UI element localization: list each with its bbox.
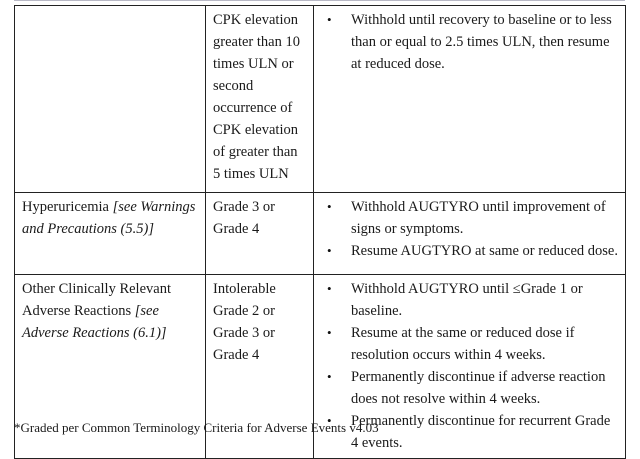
list-item: Withhold until recovery to baseline or t… <box>321 9 619 75</box>
adverse-reaction-dosage-table: CPK elevation greater than 10 times ULN … <box>14 5 626 459</box>
cell-adverse-reaction: Other Clinically Relevant Adverse Reacti… <box>14 274 206 459</box>
table-row: Other Clinically Relevant Adverse Reacti… <box>14 274 626 459</box>
reaction-cross-reference: [see Warnings and Precautions (5.5)] <box>22 199 196 237</box>
document-page: CPK elevation greater than 10 times ULN … <box>0 0 640 444</box>
severity-text: Grade 3 or Grade 4 <box>213 199 276 237</box>
table-row: CPK elevation greater than 10 times ULN … <box>14 5 626 193</box>
cell-severity: CPK elevation greater than 10 times ULN … <box>205 5 314 193</box>
cell-severity: Intolerable Grade 2 or Grade 3 or Grade … <box>205 274 314 459</box>
table-footnote: *Graded per Common Terminology Criteria … <box>14 419 625 437</box>
clipped-top-rule <box>14 0 625 1</box>
cell-dosage-modification: Withhold AUGTYRO until improvement of si… <box>313 192 626 275</box>
list-item: Withhold AUGTYRO until improvement of si… <box>321 196 619 240</box>
reaction-cross-reference: [see Adverse Reactions (6.1)] <box>22 303 167 341</box>
cell-severity: Grade 3 or Grade 4 <box>205 192 314 275</box>
severity-text: Intolerable Grade 2 or Grade 3 or Grade … <box>213 281 276 363</box>
list-item: Resume at the same or reduced dose if re… <box>321 322 619 366</box>
footnote-marker: * <box>14 420 21 435</box>
reaction-text: Other Clinically Relevant Adverse Reacti… <box>22 278 199 344</box>
cell-adverse-reaction: Hyperuricemia [see Warnings and Precauti… <box>14 192 206 275</box>
reaction-text: Hyperuricemia [see Warnings and Precauti… <box>22 196 199 240</box>
reaction-label: Hyperuricemia <box>22 199 113 215</box>
action-list: Withhold AUGTYRO until improvement of si… <box>321 196 619 262</box>
footnote-text: Graded per Common Terminology Criteria f… <box>20 420 379 435</box>
list-item: Withhold AUGTYRO until ≤Grade 1 or basel… <box>321 278 619 322</box>
cell-dosage-modification: Withhold AUGTYRO until ≤Grade 1 or basel… <box>313 274 626 459</box>
action-list: Withhold AUGTYRO until ≤Grade 1 or basel… <box>321 278 619 454</box>
reaction-label: Other Clinically Relevant Adverse Reacti… <box>22 281 171 319</box>
severity-text: CPK elevation greater than 10 times ULN … <box>213 12 300 182</box>
cell-adverse-reaction <box>14 5 206 193</box>
list-item: Resume AUGTYRO at same or reduced dose. <box>321 240 619 262</box>
cell-dosage-modification: Withhold until recovery to baseline or t… <box>313 5 626 193</box>
list-item: Permanently discontinue if adverse react… <box>321 366 619 410</box>
table-row: Hyperuricemia [see Warnings and Precauti… <box>14 192 626 275</box>
action-list: Withhold until recovery to baseline or t… <box>321 9 619 75</box>
